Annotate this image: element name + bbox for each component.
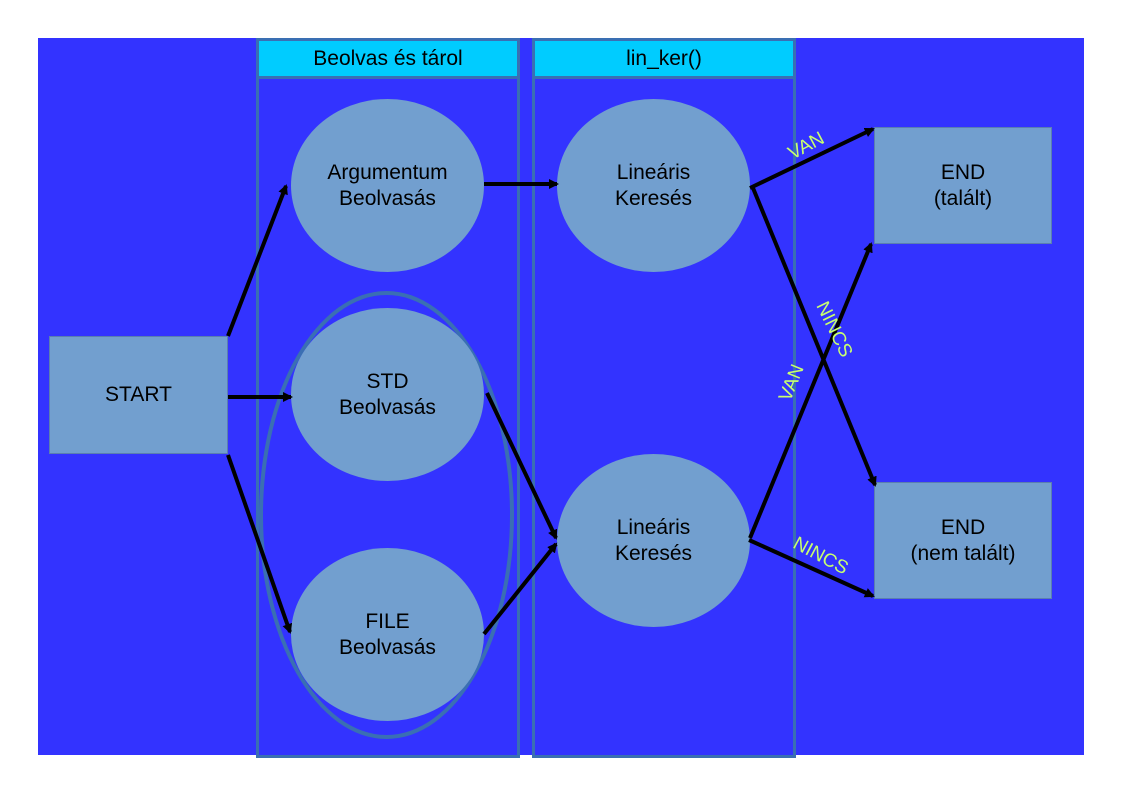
end-found-node: END (talált) bbox=[874, 127, 1052, 244]
arrow-search-top-not-found bbox=[751, 187, 877, 487]
arrow-search-bottom-found bbox=[748, 242, 873, 539]
argument-read-line2: Beolvasás bbox=[339, 186, 436, 210]
linear-search-bottom-line2: Keresés bbox=[614, 541, 693, 565]
arrow-start-to-file bbox=[226, 454, 293, 634]
arrow-search-bottom-not-found bbox=[748, 538, 875, 598]
input-group-ellipse bbox=[259, 291, 514, 739]
lane-lin-ker: lin_ker() bbox=[532, 38, 796, 758]
end-found-line2: (talált) bbox=[933, 186, 993, 210]
linear-search-top-line2: Keresés bbox=[614, 186, 693, 210]
linear-search-bottom-node: Lineáris Keresés bbox=[557, 454, 750, 627]
file-read-line1: FILE bbox=[365, 609, 410, 633]
file-read-node: FILE Beolvasás bbox=[291, 548, 484, 721]
end-found-line1: END bbox=[940, 160, 986, 184]
arrow-search-top-found bbox=[749, 127, 875, 190]
start-node-label: START bbox=[105, 383, 172, 406]
arrow-start-to-argument bbox=[226, 184, 288, 337]
arrow-file-to-search-bottom bbox=[482, 542, 558, 636]
edge-label-bottom-found: VAN bbox=[775, 362, 809, 405]
std-read-line1: STD bbox=[366, 369, 409, 393]
linear-search-top-node: Lineáris Keresés bbox=[557, 99, 750, 272]
lane-read-store-title: Beolvas és tárol bbox=[259, 41, 517, 79]
arrow-std-to-search-bottom bbox=[485, 392, 558, 540]
start-node: START bbox=[49, 336, 228, 454]
lane-lin-ker-title: lin_ker() bbox=[535, 41, 793, 79]
linear-search-top-line1: Lineáris bbox=[616, 160, 691, 184]
argument-read-node: Argumentum Beolvasás bbox=[291, 99, 484, 272]
end-not-found-node: END (nem talált) bbox=[874, 482, 1052, 599]
file-read-line2: Beolvasás bbox=[339, 635, 436, 659]
argument-read-line1: Argumentum bbox=[327, 160, 448, 184]
std-read-line2: Beolvasás bbox=[339, 395, 436, 419]
linear-search-bottom-line1: Lineáris bbox=[616, 515, 691, 539]
end-not-found-line2: (nem talált) bbox=[910, 541, 1016, 565]
end-not-found-line1: END bbox=[940, 515, 986, 539]
std-read-node: STD Beolvasás bbox=[291, 308, 484, 481]
